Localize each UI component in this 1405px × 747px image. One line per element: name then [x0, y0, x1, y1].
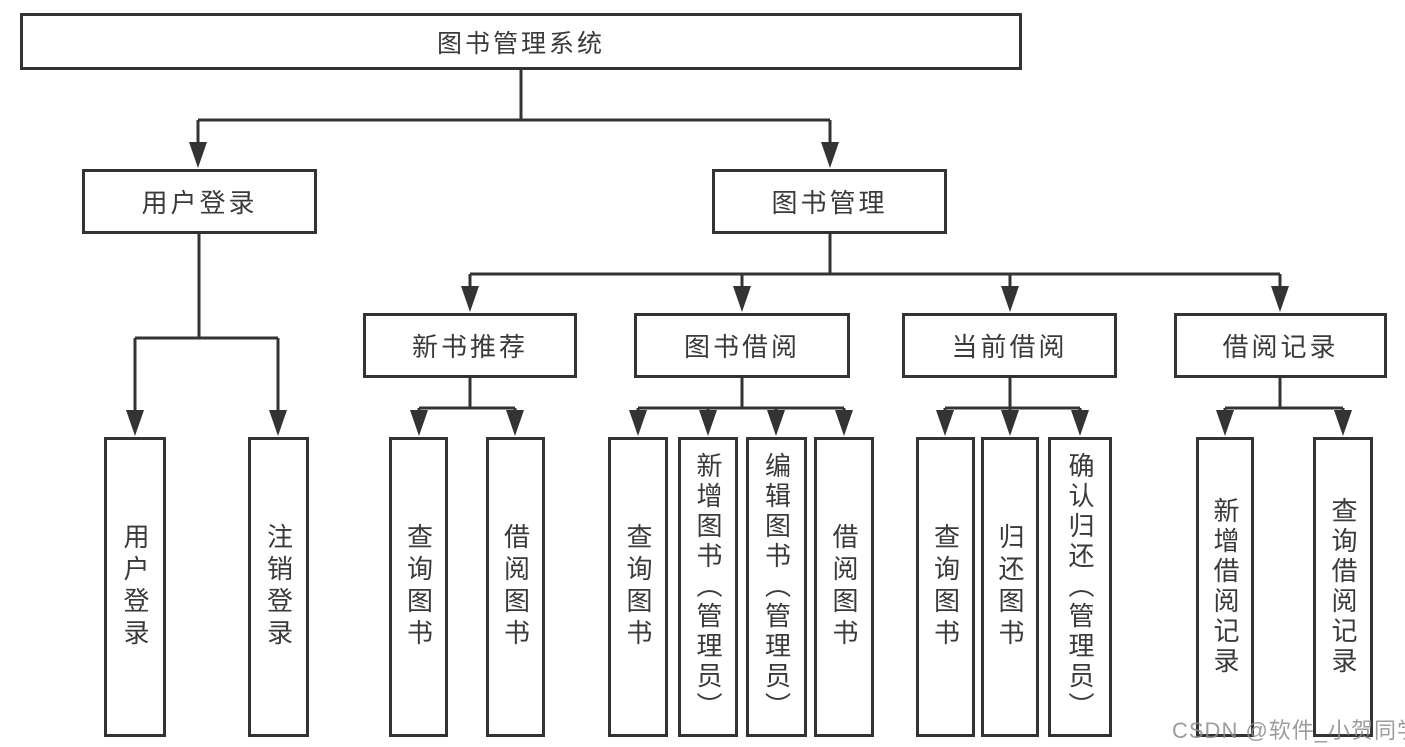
leaf-user-login: 用户登录: [104, 437, 166, 737]
node-label: 新书推荐: [411, 332, 528, 362]
node-label: 查询图书: [403, 523, 434, 651]
node-label: 用户登录: [141, 188, 258, 218]
node-label: 图书管理系统: [436, 29, 605, 58]
leaf-query-books-borrowing: 查询图书: [608, 437, 668, 737]
node-label: 查询图书: [623, 523, 653, 651]
leaf-query-books-recommend: 查询图书: [389, 437, 448, 737]
leaf-borrow-books: 借阅图书: [814, 437, 874, 737]
node-label: 查询借阅记录: [1328, 497, 1358, 677]
leaf-logout: 注销登录: [248, 437, 309, 737]
leaf-borrow-books-recommend: 借阅图书: [486, 437, 545, 737]
node-label: 注销登录: [263, 523, 294, 651]
leaf-query-books-current: 查询图书: [916, 437, 975, 737]
node-label: 借阅图书: [829, 523, 859, 651]
leaf-add-books-admin: 新增图书（管理员）: [678, 437, 738, 737]
node-library-management-system: 图书管理系统: [20, 13, 1022, 70]
leaf-confirm-return-admin: 确认归还（管理员）: [1048, 437, 1112, 737]
leaf-return-books: 归还图书: [981, 437, 1039, 737]
node-label: 新增图书（管理员）: [693, 452, 723, 722]
node-book-management: 图书管理: [712, 169, 947, 234]
node-label: 新增借阅记录: [1210, 497, 1240, 677]
node-label: 确认归还（管理员）: [1065, 452, 1095, 722]
node-label: 借阅记录: [1222, 332, 1339, 362]
arrowheads: [126, 142, 1352, 436]
node-label: 编辑图书（管理员）: [761, 452, 792, 722]
node-label: 借阅图书: [500, 523, 531, 651]
leaf-edit-books-admin: 编辑图书（管理员）: [746, 437, 807, 737]
leaf-add-borrow-record: 新增借阅记录: [1196, 437, 1254, 737]
node-new-book-recommend: 新书推荐: [363, 313, 577, 378]
node-current-borrowing: 当前借阅: [902, 313, 1117, 378]
node-label: 当前借阅: [951, 332, 1068, 362]
node-label: 图书借阅: [683, 332, 800, 362]
csdn-watermark: CSDN @软件_小贺同学: [1172, 718, 1405, 743]
node-label: 查询图书: [930, 523, 961, 651]
node-user-login: 用户登录: [82, 169, 317, 234]
node-label: 图书管理: [771, 188, 888, 218]
node-book-borrowing: 图书借阅: [634, 313, 850, 378]
leaf-query-borrow-record: 查询借阅记录: [1313, 437, 1373, 737]
node-borrow-records: 借阅记录: [1174, 313, 1387, 378]
node-label: 用户登录: [120, 523, 150, 651]
node-label: 归还图书: [995, 523, 1025, 651]
